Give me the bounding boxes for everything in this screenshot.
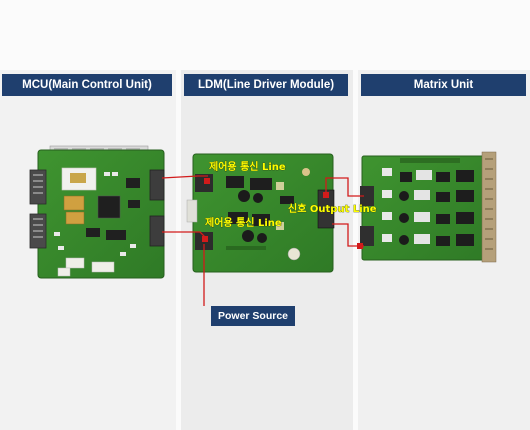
label-comm-line-top: 제어용 통신 Line: [209, 160, 286, 173]
header-ldm: LDM(Line Driver Module): [184, 74, 348, 96]
wire-comm-bottom: [162, 231, 208, 242]
mcu-board: [29, 145, 165, 279]
matrix-board: [360, 151, 497, 263]
wire-comm-top: [161, 175, 210, 184]
header-matrix: Matrix Unit: [361, 74, 526, 96]
header-mcu: MCU(Main Control Unit): [2, 74, 172, 96]
label-power-source: Power Source: [211, 306, 295, 326]
label-signal-output-line: 신호 Output Line: [288, 202, 377, 215]
ldm-board: [186, 153, 335, 273]
wire-signal-output: [323, 177, 364, 249]
label-comm-line-bottom: 제어용 통신 Line: [205, 216, 282, 229]
